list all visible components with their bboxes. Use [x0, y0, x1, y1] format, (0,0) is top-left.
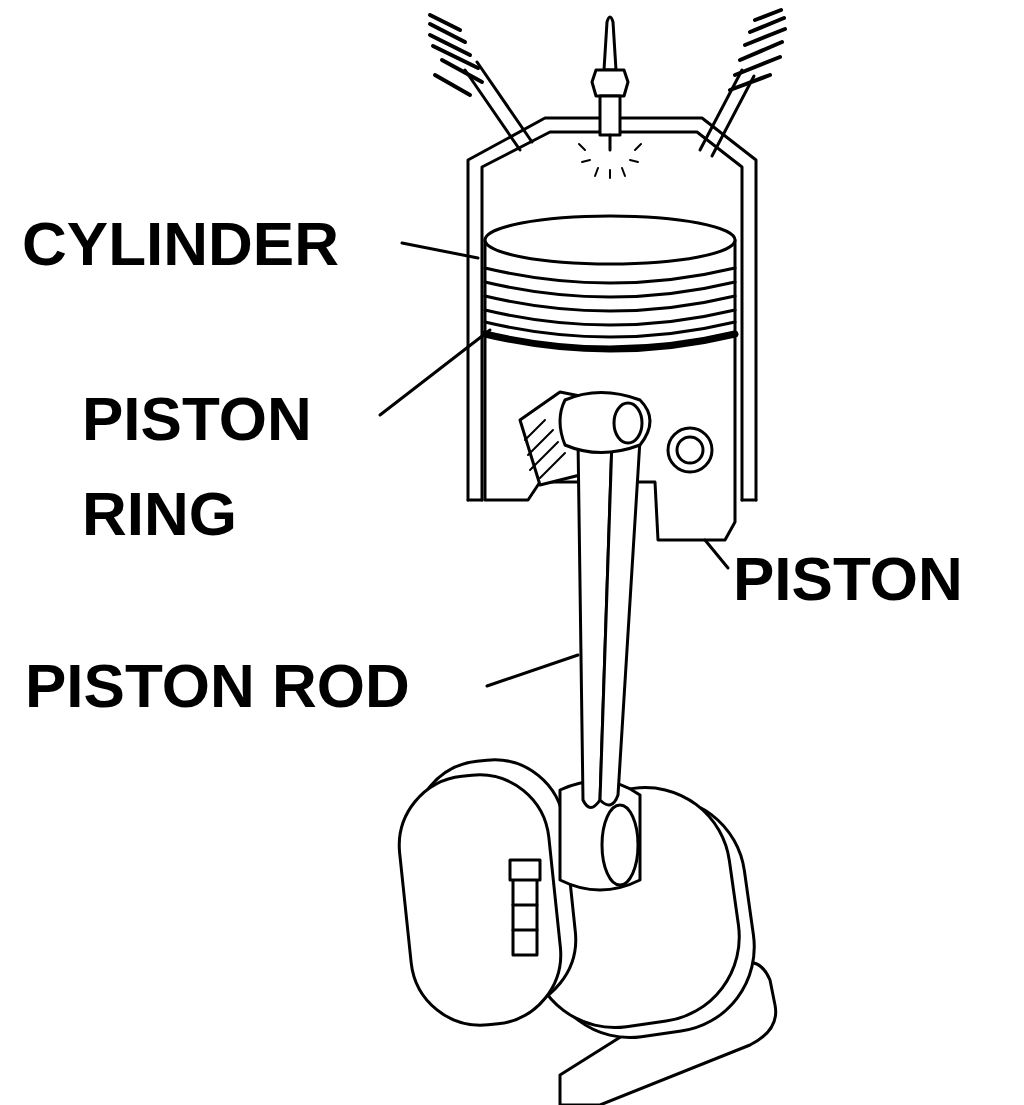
pin-hatching	[525, 420, 565, 478]
rod-bolt	[510, 860, 540, 955]
valve-stem	[465, 62, 532, 150]
bolt-line	[513, 929, 537, 932]
rod-shank	[600, 440, 640, 805]
spark	[579, 144, 641, 178]
leader-line	[380, 330, 490, 415]
ring-groove	[485, 282, 735, 297]
spark-plug	[579, 17, 641, 178]
bolt-line	[513, 904, 537, 907]
valve-spring	[730, 10, 785, 90]
plug-electrode	[609, 135, 612, 150]
plug-nut	[592, 70, 628, 96]
ring-groove	[485, 296, 735, 311]
wrist-pin	[677, 437, 703, 463]
part-label: PISTON ROD	[25, 650, 485, 721]
ring-groove	[485, 310, 735, 325]
wrist-pin	[668, 428, 712, 472]
cylinder-edge	[742, 499, 756, 502]
oil-ring	[485, 334, 735, 349]
leader-line	[705, 540, 728, 568]
ring-groove	[485, 322, 735, 337]
crank-pin	[602, 805, 638, 885]
valve-spring	[430, 15, 482, 95]
cylinder-edge	[468, 499, 482, 502]
crank-web	[392, 768, 567, 1032]
valves	[430, 10, 785, 156]
piston-rod	[560, 393, 650, 808]
small-end-eye	[614, 403, 642, 443]
piston-crown	[485, 216, 735, 264]
leader-lines	[380, 243, 728, 686]
leader-line	[487, 655, 578, 686]
part-label: PISTON RING	[82, 371, 372, 561]
ring-groove	[485, 268, 735, 283]
plug-body	[600, 96, 620, 135]
plug-insulator	[604, 17, 616, 70]
part-label: PISTON	[733, 543, 1018, 614]
part-label: CYLINDER	[22, 208, 412, 279]
small-end	[560, 393, 650, 453]
leader-line	[402, 243, 478, 258]
crankshaft	[392, 753, 775, 1105]
